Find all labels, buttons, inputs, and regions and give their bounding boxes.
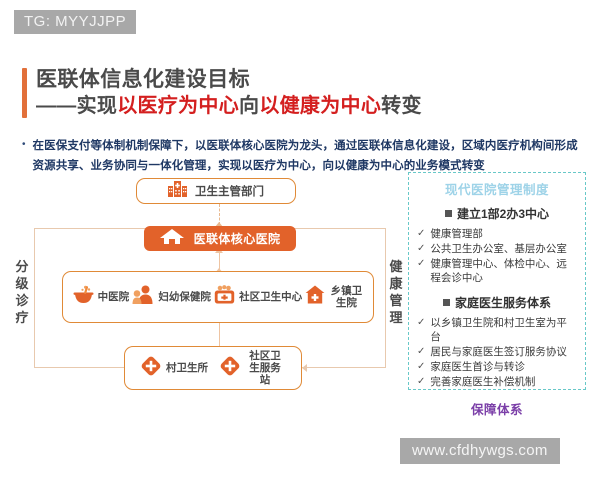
list-item: ✓ 完善家庭医生补偿机制 xyxy=(417,375,577,389)
connector-authority-core xyxy=(219,204,220,225)
node-village-clinic-label: 村卫生所 xyxy=(166,362,208,374)
node-health-authority[interactable]: 卫生主管部门 xyxy=(136,178,296,204)
list-item-label: 以乡镇卫生院和村卫生室为平台 xyxy=(430,317,567,343)
list-item: ✓ 公共卫生办公室、基层办公室 xyxy=(417,242,577,256)
node-core-hospital-label: 医联体核心医院 xyxy=(193,232,281,246)
diagram-side-label-left: 分级诊疗 xyxy=(15,259,29,325)
bullet-marker-icon: • xyxy=(22,139,26,150)
panel-section-heading-2-label: 家庭医生服务体系 xyxy=(454,296,551,310)
mortar-bowl-icon xyxy=(73,285,94,310)
check-icon: ✓ xyxy=(417,258,426,269)
panel-section-1-list: ✓ 健康管理部 ✓ 公共卫生办公室、基层办公室 ✓ 健康管理中心、体检中心、远程… xyxy=(417,227,577,285)
panel-section-2-list: ✓ 以乡镇卫生院和村卫生室为平台 ✓ 居民与家庭医生签订服务协议 ✓ 家庭医生首… xyxy=(417,316,577,389)
title-sub-highlight-2: 以健康为中心 xyxy=(259,94,382,117)
list-item-label: 家庭医生首诊与转诊 xyxy=(430,361,525,373)
square-bullet-icon xyxy=(442,299,450,306)
square-bullet-icon xyxy=(444,210,452,217)
node-health-authority-label: 卫生主管部门 xyxy=(195,186,264,198)
node-village-clinic[interactable]: 村卫生所 xyxy=(141,356,208,381)
check-icon: ✓ xyxy=(417,243,426,254)
check-icon: ✓ xyxy=(417,317,426,328)
list-item-label: 健康管理部 xyxy=(430,228,483,240)
watermark-top: TG: MYYJJPP xyxy=(14,10,137,34)
house-cross-icon xyxy=(305,285,325,309)
check-icon: ✓ xyxy=(417,346,426,357)
panel-footer-label: 保障体系 xyxy=(470,403,523,417)
list-item: ✓ 居民与家庭医生签订服务协议 xyxy=(417,345,577,359)
connector-middle-bottom xyxy=(219,323,220,346)
panel-section-heading-2: 家庭医生服务体系 xyxy=(417,294,577,311)
title-sub-prefix: ——实现 xyxy=(36,94,118,117)
node-maternal-child-hospital-label: 妇幼保健院 xyxy=(158,291,211,303)
check-icon: ✓ xyxy=(417,376,426,387)
title-accent-bar xyxy=(22,68,27,118)
cross-diamond-icon xyxy=(220,356,240,381)
home-icon xyxy=(159,228,184,249)
node-community-health-center-label: 社区卫生中心 xyxy=(239,291,303,303)
list-item-label: 居民与家庭医生签订服务协议 xyxy=(430,346,567,358)
title-main-text: 医联体信息化建设目标 xyxy=(36,68,250,91)
list-item: ✓ 健康管理中心、体检中心、远程会诊中心 xyxy=(417,257,577,285)
community-clinic-icon xyxy=(214,285,235,309)
list-item: ✓ 以乡镇卫生院和村卫生室为平台 xyxy=(417,316,577,344)
list-item: ✓ 健康管理部 xyxy=(417,227,577,241)
medical-alliance-diagram: 卫生主管部门 医联体核心医院 xyxy=(14,178,406,396)
modern-hospital-management-panel: 现代医院管理制度 建立1部2办3中心 ✓ 健康管理部 ✓ 公共卫生办公室、基层办… xyxy=(408,172,586,417)
watermark-bottom: www.cfdhywgs.com xyxy=(400,438,560,464)
list-item-label: 完善家庭医生补偿机制 xyxy=(430,376,536,388)
arrow-up-to-authority-icon xyxy=(215,222,223,227)
node-township-health-center-label: 乡镇卫生院 xyxy=(330,285,363,309)
panel-section-heading-1-label: 建立1部2办3中心 xyxy=(456,207,550,221)
list-item-label: 健康管理中心、体检中心、远程会诊中心 xyxy=(430,258,567,284)
node-township-health-center[interactable]: 乡镇卫生院 xyxy=(305,285,363,309)
node-tcm-hospital[interactable]: 中医院 xyxy=(73,285,130,310)
node-core-hospital[interactable]: 医联体核心医院 xyxy=(144,226,296,251)
check-icon: ✓ xyxy=(417,228,426,239)
bullet-body-text: 在医保支付等体制机制保障下，以医联体核心医院为龙头，通过医联体信息化建设，区域内… xyxy=(32,140,578,172)
page-title: 医联体信息化建设目标 ——实现以医疗为中心向以健康为中心转变 xyxy=(22,68,422,118)
list-item-label: 公共卫生办公室、基层办公室 xyxy=(430,243,567,255)
hospital-building-icon xyxy=(168,180,187,202)
arrow-left-to-bottom-icon xyxy=(302,364,307,372)
cross-diamond-icon xyxy=(141,356,161,381)
arrow-up-to-middle-icon xyxy=(215,268,223,273)
diagram-side-label-right: 健康管理 xyxy=(389,259,403,325)
node-secondary-institutions-row: 中医院 妇幼保健院 xyxy=(62,271,374,323)
mother-child-icon xyxy=(132,285,154,309)
node-grassroots-institutions-row: 村卫生所 社区卫生服务站 xyxy=(124,346,302,390)
title-sub-mid: 向 xyxy=(239,94,260,117)
summary-bullet: • 在医保支付等体制机制保障下，以医联体核心医院为龙头，通过医联体信息化建设，区… xyxy=(22,136,582,176)
title-sub-highlight-1: 以医疗为中心 xyxy=(117,94,240,117)
check-icon: ✓ xyxy=(417,361,426,372)
node-tcm-hospital-label: 中医院 xyxy=(97,291,130,303)
connector-core-middle xyxy=(219,251,220,271)
node-community-service-station-label: 社区卫生服务站 xyxy=(249,350,281,386)
list-item: ✓ 家庭医生首诊与转诊 xyxy=(417,360,577,374)
panel-section-heading-1: 建立1部2办3中心 xyxy=(417,205,577,222)
title-sub-text: ——实现以医疗为中心向以健康为中心转变 xyxy=(36,94,422,118)
node-maternal-child-hospital[interactable]: 妇幼保健院 xyxy=(132,285,211,309)
node-community-health-center[interactable]: 社区卫生中心 xyxy=(214,285,302,309)
title-sub-suffix: 转变 xyxy=(381,94,422,117)
panel-title: 现代医院管理制度 xyxy=(444,183,549,197)
node-community-service-station[interactable]: 社区卫生服务站 xyxy=(220,350,285,386)
